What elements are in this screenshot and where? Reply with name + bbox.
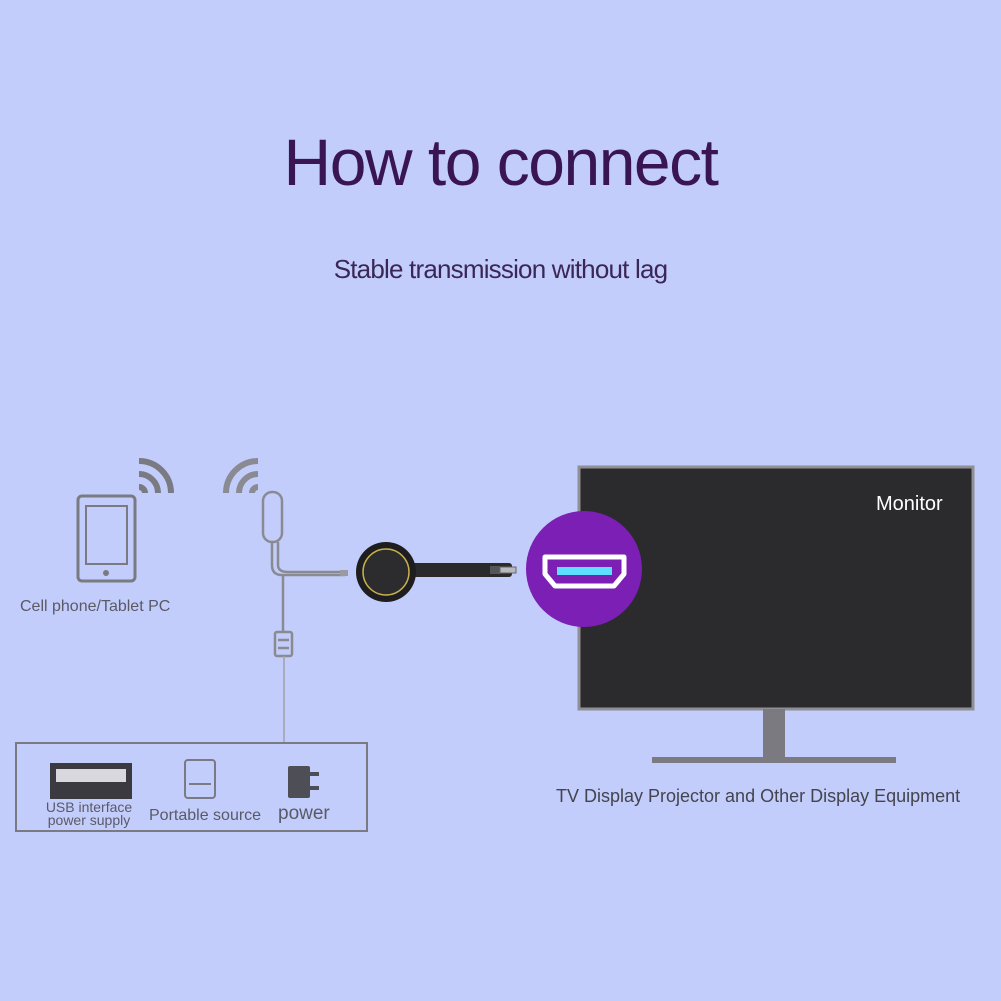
wifi-icon	[138, 458, 174, 494]
monitor-icon	[577, 465, 975, 763]
hdmi-icon	[526, 511, 642, 627]
dongle-icon	[340, 542, 517, 602]
power-source-box	[15, 742, 368, 832]
usb-power-label: USB interface power supply	[36, 799, 142, 828]
tablet-icon	[76, 494, 137, 583]
usb-label-line1: USB interface	[45, 799, 133, 815]
monitor-label: Monitor	[876, 493, 943, 515]
usb-label-line2: power supply	[47, 812, 131, 828]
portable-source-icon	[184, 759, 216, 799]
power-plug-icon	[288, 766, 319, 798]
dongle-cable	[261, 490, 345, 742]
usb-port-icon	[50, 763, 132, 799]
page-title: How to connect	[283, 125, 719, 199]
display-devices-label: TV Display Projector and Other Display E…	[556, 786, 961, 806]
page-subtitle: Stable transmission without lag	[333, 254, 668, 284]
phone-label: Cell phone/Tablet PC	[20, 598, 171, 615]
power-label: power	[278, 803, 330, 824]
wifi-icon	[223, 458, 259, 494]
portable-source-label: Portable source	[149, 807, 262, 824]
